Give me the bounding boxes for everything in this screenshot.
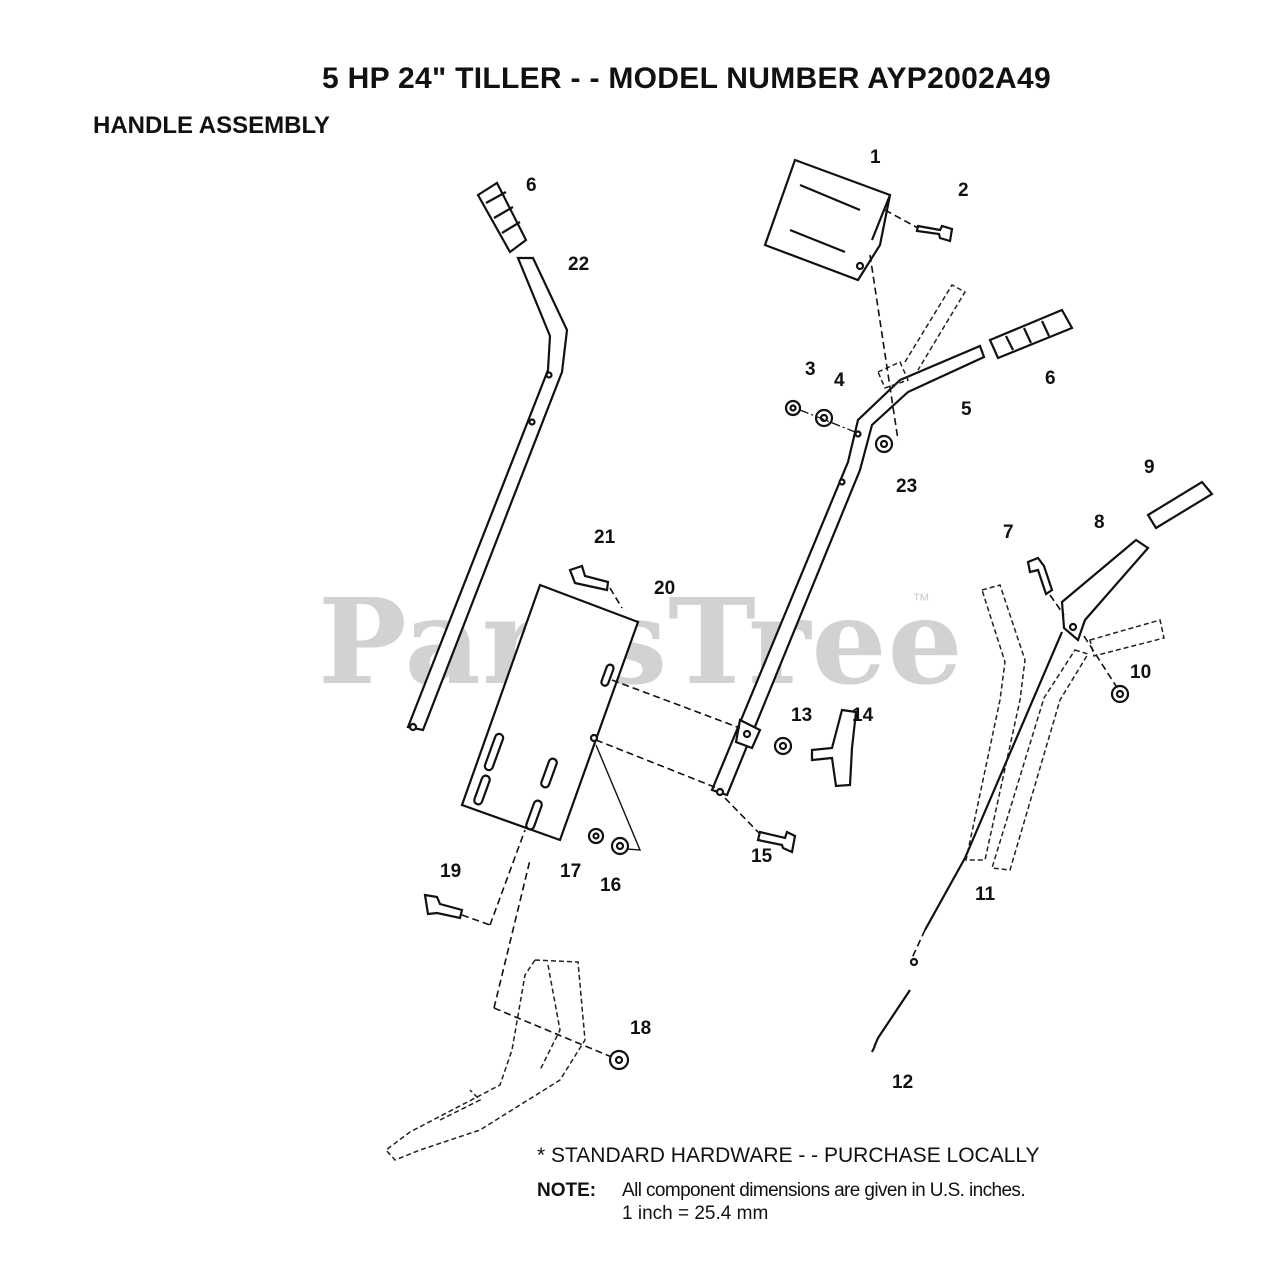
callout-6-left: 6 — [526, 175, 537, 196]
part-12-spring — [871, 957, 919, 1053]
callout-10: 10 — [1130, 662, 1151, 683]
part-4-washer — [799, 408, 856, 433]
part-22-left-handle — [406, 256, 569, 732]
callout-7: 7 — [1003, 522, 1014, 543]
callout-8: 8 — [1094, 512, 1105, 533]
part-6-right-grip — [988, 308, 1074, 360]
part-7-bolt — [1026, 556, 1065, 616]
part-9-lever-grip — [1146, 480, 1214, 530]
part-5-right-handle — [710, 254, 986, 797]
standard-hardware-note: * STANDARD HARDWARE - - PURCHASE LOCALLY — [537, 1144, 1040, 1167]
callout-5: 5 — [961, 399, 972, 420]
part-18-nut — [608, 1049, 630, 1071]
part-6-left-grip — [476, 181, 528, 254]
callout-16: 16 — [600, 875, 621, 896]
callout-6-right: 6 — [1045, 368, 1056, 389]
part-16-washer — [610, 836, 630, 856]
callout-4: 4 — [834, 370, 845, 391]
part-13-washer — [773, 736, 793, 756]
callout-13: 13 — [791, 705, 812, 726]
part-2-bolt — [884, 209, 954, 243]
callout-3: 3 — [805, 359, 816, 380]
part-21-bolt — [568, 564, 623, 609]
note-dimensions: All component dimensions are given in U.… — [622, 1180, 1026, 1201]
callout-1: 1 — [870, 147, 881, 168]
note-label: NOTE: — [537, 1180, 597, 1201]
part-3-nut — [784, 399, 802, 417]
callout-21: 21 — [594, 527, 616, 548]
callout-15: 15 — [751, 846, 773, 867]
callout-20: 20 — [654, 578, 675, 599]
callout-22: 22 — [568, 254, 589, 275]
callout-19: 19 — [440, 861, 461, 882]
callout-14: 14 — [852, 705, 874, 726]
note-conversion: 1 inch = 25.4 mm — [622, 1203, 769, 1224]
callout-18: 18 — [630, 1018, 651, 1039]
section-title: HANDLE ASSEMBLY — [93, 112, 330, 139]
callout-11: 11 — [975, 884, 996, 905]
part-19-bolt — [423, 829, 526, 926]
callout-9: 9 — [1144, 457, 1155, 478]
part-17-nut — [587, 827, 605, 845]
part-23-washer — [874, 434, 894, 454]
part-15-bolt — [724, 797, 797, 854]
tiller-frame-reference — [384, 859, 615, 1161]
part-1-control-bracket — [763, 158, 892, 282]
part-11-control-rod — [911, 631, 1064, 959]
part-14-knob — [810, 708, 858, 788]
page-title: 5 HP 24" TILLER - - MODEL NUMBER AYP2002… — [322, 62, 1051, 95]
part-8-control-lever — [1060, 538, 1150, 642]
callout-2: 2 — [958, 180, 969, 201]
callout-17: 17 — [560, 861, 581, 882]
part-10-nut — [1083, 635, 1130, 704]
callout-12: 12 — [892, 1072, 913, 1093]
watermark-trademark: ™ — [912, 590, 930, 610]
part-20-mounting-plate — [460, 583, 741, 851]
callout-23: 23 — [896, 476, 917, 497]
